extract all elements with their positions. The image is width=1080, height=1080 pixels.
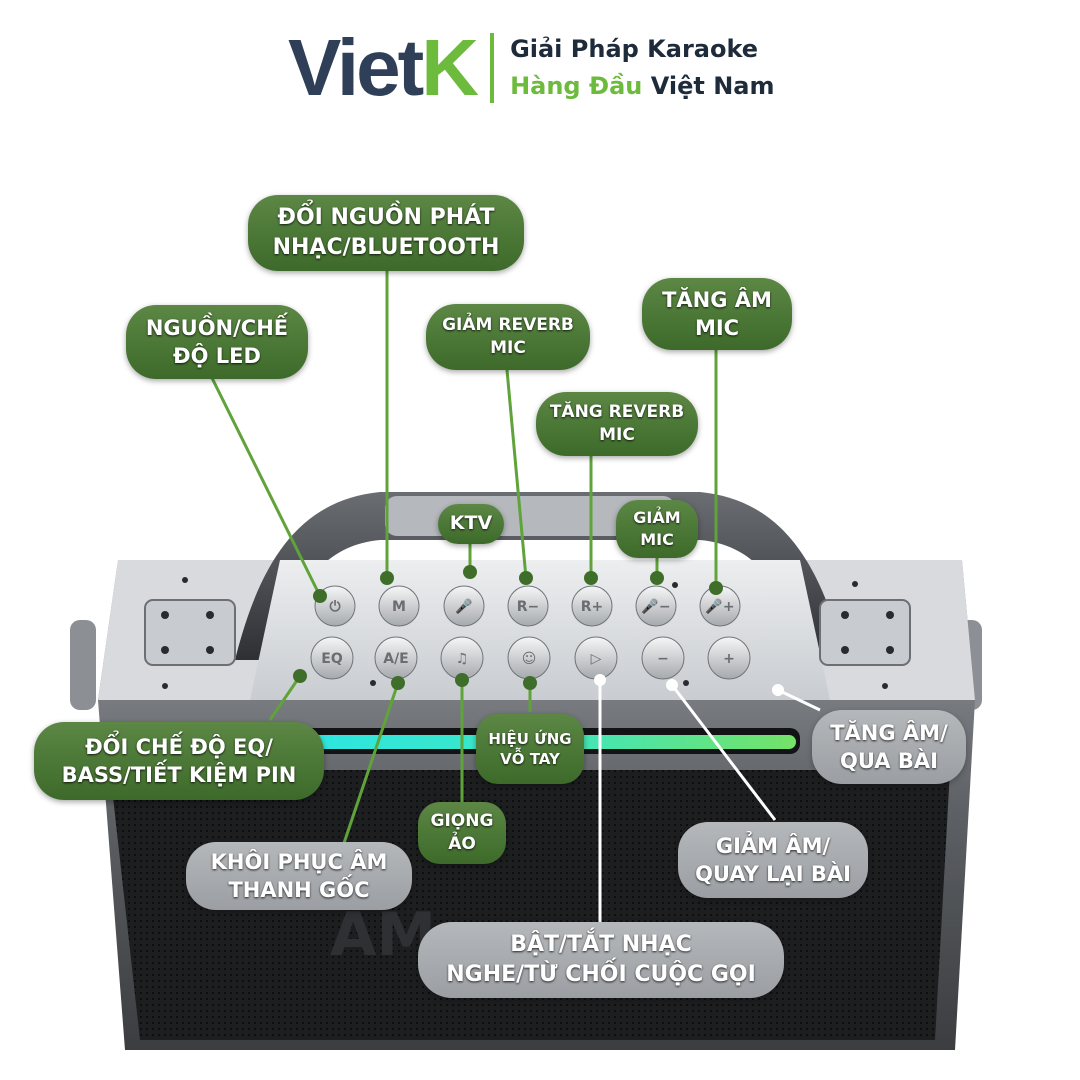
label-reverb-down-line-2: MIC bbox=[490, 338, 526, 358]
play-icon: ▷ bbox=[591, 651, 602, 667]
mic-icon: 🎤 bbox=[455, 597, 473, 615]
label-reverb-up: TĂNG REVERB MIC bbox=[536, 392, 698, 456]
label-vocal: GIỌNG ẢO bbox=[418, 802, 506, 864]
label-volume-up-line-1: TĂNG ÂM/ bbox=[830, 720, 948, 745]
leader-eq bbox=[268, 675, 302, 721]
label-volume-up: TĂNG ÂM/ QUA BÀI bbox=[812, 710, 966, 784]
logo-divider bbox=[490, 33, 495, 103]
label-eq-line-2: BASS/TIẾT KIỆM PIN bbox=[61, 763, 297, 787]
ktv-button[interactable] bbox=[443, 585, 485, 627]
label-restore-line-2: THANH GỐC bbox=[228, 878, 370, 902]
eq-icon: EQ bbox=[321, 651, 343, 667]
label-reverb-up-line-2: MIC bbox=[599, 425, 635, 445]
label-volume-down-line-1: GIẢM ÂM/ bbox=[715, 833, 831, 858]
reverb-up-icon: R+ bbox=[581, 599, 604, 615]
left-side-grip bbox=[70, 620, 96, 710]
label-source-bluetooth: ĐỔI NGUỒN PHÁT NHẠC/BLUETOOTH bbox=[248, 195, 524, 271]
label-mic-down-line-1: GIẢM bbox=[633, 508, 681, 528]
eq-button[interactable] bbox=[310, 636, 354, 680]
music-note-icon: ♫ bbox=[456, 651, 469, 667]
mode-icon: M bbox=[392, 599, 406, 615]
label-power-line-2: ĐỘ LED bbox=[173, 344, 261, 368]
reverb-down-button[interactable] bbox=[507, 585, 549, 627]
power-icon: ⏻ bbox=[329, 599, 340, 615]
volume-down-button[interactable] bbox=[641, 636, 685, 680]
label-eq-line-1: ĐỔI CHẾ ĐỘ EQ/ bbox=[85, 734, 273, 759]
leader-reverb-down bbox=[505, 369, 528, 579]
label-mic-down-line-2: MIC bbox=[640, 530, 674, 549]
label-clap-effect: HIỆU ỨNG VỖ TAY bbox=[476, 714, 584, 784]
right-handle-plate bbox=[819, 599, 911, 666]
label-clap-line-1: HIỆU ỨNG bbox=[488, 729, 572, 748]
label-source-line-2: NHẠC/BLUETOOTH bbox=[272, 235, 500, 260]
label-ktv-text: KTV bbox=[449, 512, 493, 535]
minus-icon: − bbox=[657, 651, 669, 667]
label-vocal-line-1: GIỌNG bbox=[430, 811, 494, 832]
label-reverb-down: GIẢM REVERB MIC bbox=[426, 304, 590, 370]
reverb-up-button[interactable] bbox=[571, 585, 613, 627]
label-mic-up-line-1: TĂNG ÂM bbox=[662, 287, 772, 312]
mic-down-icon: 🎤− bbox=[641, 597, 670, 615]
label-play-line-2: NGHE/TỪ CHỐI CUỘC GỌI bbox=[446, 962, 756, 987]
mic-down-button[interactable] bbox=[635, 585, 677, 627]
tagline-rest: Việt Nam bbox=[642, 72, 775, 100]
label-reverb-up-line-1: TĂNG REVERB bbox=[549, 402, 685, 423]
mic-up-icon: 🎤+ bbox=[705, 597, 734, 615]
label-source-line-1: ĐỔI NGUỒN PHÁT bbox=[277, 205, 495, 231]
label-mic-up: TĂNG ÂM MIC bbox=[642, 278, 792, 350]
button-row-top bbox=[314, 585, 741, 627]
label-power-led: NGUỒN/CHẾ ĐỘ LED bbox=[126, 305, 308, 379]
ae-icon: A/E bbox=[383, 651, 409, 667]
label-vocal-line-2: ẢO bbox=[448, 834, 476, 854]
label-restore-sound: KHÔI PHỤC ÂM THANH GỐC bbox=[186, 842, 412, 910]
smile-icon: ☺ bbox=[522, 651, 537, 667]
label-reverb-down-line-1: GIẢM REVERB bbox=[442, 315, 574, 336]
logo-main-text: Viet bbox=[288, 23, 424, 112]
plus-icon: + bbox=[723, 651, 735, 667]
volume-up-button[interactable] bbox=[707, 636, 751, 680]
label-volume-down: GIẢM ÂM/ QUAY LẠI BÀI bbox=[678, 822, 868, 898]
label-restore-line-1: KHÔI PHỤC ÂM bbox=[210, 849, 388, 874]
label-play-line-1: BẬT/TẮT NHẠC bbox=[510, 932, 692, 958]
label-volume-down-line-2: QUAY LẠI BÀI bbox=[695, 862, 851, 886]
left-handle-plate bbox=[144, 599, 236, 666]
leader-volume-down bbox=[670, 684, 777, 821]
reverb-down-icon: R− bbox=[517, 599, 540, 615]
brand-tagline: Giải Pháp Karaoke Hàng Đầu Việt Nam bbox=[510, 31, 774, 105]
tagline-highlight: Hàng Đầu bbox=[510, 72, 643, 100]
label-mic-down: GIẢM MIC bbox=[616, 500, 698, 558]
label-ktv: KTV bbox=[438, 504, 504, 544]
tagline-line-2: Hàng Đầu Việt Nam bbox=[510, 68, 774, 105]
brand-header: VietK Giải Pháp Karaoke Hàng Đầu Việt Na… bbox=[288, 28, 775, 108]
tagline-line-1: Giải Pháp Karaoke bbox=[510, 35, 759, 63]
leader-volume-up bbox=[777, 688, 821, 712]
mode-button[interactable] bbox=[378, 585, 420, 627]
label-eq-bass: ĐỔI CHẾ ĐỘ EQ/ BASS/TIẾT KIỆM PIN bbox=[34, 722, 324, 800]
control-panel bbox=[250, 560, 830, 700]
logo-accent-text: K bbox=[421, 23, 479, 112]
label-mic-up-line-2: MIC bbox=[694, 316, 740, 340]
leader-restore bbox=[341, 682, 400, 847]
button-row-bottom bbox=[310, 636, 751, 680]
label-play-answer: BẬT/TẮT NHẠC NGHE/TỪ CHỐI CUỘC GỌI bbox=[418, 922, 784, 998]
label-power-line-1: NGUỒN/CHẾ bbox=[145, 315, 289, 340]
label-volume-up-line-2: QUA BÀI bbox=[840, 749, 938, 773]
label-clap-line-2: VỖ TAY bbox=[500, 750, 560, 768]
vietk-logo: VietK bbox=[288, 28, 479, 108]
leader-power bbox=[210, 377, 322, 597]
